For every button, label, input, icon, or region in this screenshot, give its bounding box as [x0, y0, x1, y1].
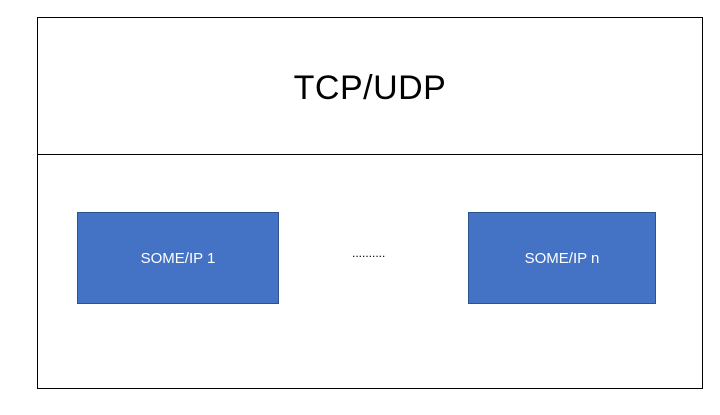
- someip-box-1: SOME/IP 1: [77, 212, 279, 304]
- transport-layer-title: TCP/UDP: [293, 69, 447, 107]
- someip-box-n: SOME/IP n: [468, 212, 656, 304]
- someip-box-1-label: SOME/IP 1: [140, 249, 216, 267]
- transport-layer-section: TCP/UDP: [38, 18, 702, 155]
- protocol-stack-diagram: TCP/UDP SOME/IP 1 .......... SOME/IP n: [37, 17, 703, 389]
- ellipsis-separator: ..........: [352, 246, 386, 260]
- someip-box-n-label: SOME/IP n: [524, 249, 600, 267]
- someip-layer-section: SOME/IP 1 .......... SOME/IP n: [38, 155, 702, 388]
